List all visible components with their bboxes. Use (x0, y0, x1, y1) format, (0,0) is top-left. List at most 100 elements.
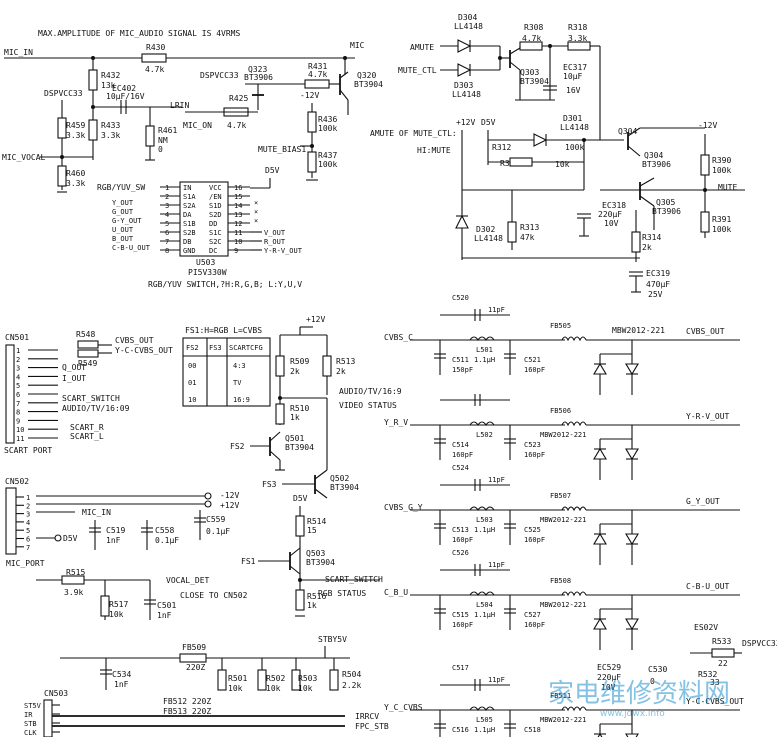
dspvcc33-net-3: DSPVCC33 (742, 639, 777, 648)
u503-pin-num: 5 (165, 220, 169, 228)
fb509 (179, 653, 207, 663)
d303-diode (457, 63, 472, 77)
cn501-connector (5, 344, 15, 444)
svg-text:D5V: D5V (63, 534, 78, 543)
svg-text:2.2k: 2.2k (342, 681, 361, 690)
cn501-label: CN501 (5, 333, 29, 342)
clamp-diode (597, 732, 603, 737)
u503-pin-name: VCC (209, 184, 222, 192)
cn501-pin: 11 (16, 435, 24, 443)
svg-text:BT3904: BT3904 (306, 558, 335, 567)
filter-inductor: L502 (476, 431, 493, 439)
r390 (700, 154, 710, 176)
svg-text:EC318: EC318 (602, 201, 626, 210)
svg-text:D301: D301 (563, 114, 582, 123)
filter-cap-shunt-1: C515 (452, 611, 469, 619)
u503-pin-num: 13 (234, 211, 242, 219)
cn501-pin: 10 (16, 426, 24, 434)
cn501-pin: 4 (16, 373, 20, 381)
filter-cap-shunt-2: C521 (524, 356, 541, 364)
filter-ferrite-value: MBW2012-221 (540, 516, 586, 524)
r510 (275, 403, 285, 425)
svg-text:4.7k: 4.7k (522, 34, 541, 43)
svg-text:R432: R432 (101, 71, 120, 80)
cn503-connector (43, 699, 53, 737)
watermark-logo: 家电维修资料网 (548, 679, 730, 709)
svg-text:R516: R516 (307, 592, 326, 601)
u503-pin-num: 16 (234, 184, 242, 192)
clamp-diode (593, 617, 607, 630)
svg-text:100k: 100k (318, 124, 337, 133)
svg-text:C558: C558 (155, 526, 174, 535)
svg-text:R549: R549 (78, 359, 97, 368)
svg-text:R308: R308 (524, 23, 543, 32)
cn501-pin: 9 (16, 417, 20, 425)
filter-cap-shunt-2-value: 160pF (524, 366, 545, 374)
svg-text:R504: R504 (342, 670, 361, 679)
ycvbs-out-net: Y-C-CVBS_OUT (115, 346, 173, 355)
u503-pin-name: S2C (209, 238, 222, 246)
r509 (275, 355, 285, 377)
filter-cap-series-value: 11pF (488, 676, 505, 684)
u503-pin-num: 14 (234, 202, 242, 210)
svg-text:R515: R515 (66, 568, 85, 577)
q323-label: Q323 (248, 65, 267, 74)
r533 (711, 648, 735, 658)
scart-switch-net: SCART_SWITCH (62, 394, 120, 403)
svg-text:R461: R461 (158, 126, 177, 135)
cn502-pin: 5 (26, 527, 30, 535)
filter-cap-shunt-1-value: 160pF (452, 536, 473, 544)
dspvcc33-supply: MBW2012-221 ES02V R533 DSPVCC33 22 R532 … (597, 326, 777, 692)
svg-text:R391: R391 (712, 215, 731, 224)
svg-text:Q304: Q304 (618, 127, 637, 136)
u503-pin-name: S2D (209, 211, 222, 219)
svg-text:D304: D304 (458, 13, 477, 22)
audio-tv-net: AUDIO/TV/16:09 (62, 404, 130, 413)
svg-text:470μF: 470μF (646, 280, 670, 289)
svg-text:MBW2012-221: MBW2012-221 (612, 326, 665, 335)
u503-pin-num: 9 (234, 247, 238, 255)
svg-text:D302: D302 (476, 225, 495, 234)
r549 (77, 349, 99, 358)
clamp-diode (625, 363, 639, 376)
filter-inductor: L503 (476, 516, 493, 524)
u503-pin-num: 6 (165, 229, 169, 237)
u503-pin-name: S1A (183, 193, 196, 201)
svg-text:Q304: Q304 (644, 151, 663, 160)
filter-inductor-value: 1.1μH (474, 726, 495, 734)
mute-ctl-net: MUTE_CTL (398, 66, 437, 75)
svg-text:-12V: -12V (300, 91, 319, 100)
audio-tv-169-net: AUDIO/TV/16:9 (339, 387, 402, 396)
svg-text:Q303: Q303 (520, 68, 539, 77)
r515 (61, 575, 85, 585)
svg-text:C530: C530 (648, 665, 667, 674)
svg-text:R460: R460 (66, 169, 85, 178)
u503-pin-num: 10 (234, 238, 242, 246)
no-connect-mark: × (254, 208, 258, 216)
u503-right-net: V_OUT (264, 229, 286, 237)
svg-text:R548: R548 (76, 330, 95, 339)
r501 (217, 669, 227, 691)
mic-port-label: MIC_PORT (6, 559, 45, 568)
filter-row: Y_C_CVBSC51711pFFB511MBW2012-221Y-C-CVBS… (384, 664, 744, 737)
plus12v-terminal (204, 500, 212, 508)
cn503-pin: IR (24, 711, 33, 719)
svg-text:EC317: EC317 (563, 63, 587, 72)
svg-text:R514: R514 (307, 517, 326, 526)
svg-text:R517: R517 (109, 600, 128, 609)
filter-cap-shunt-1-value: 160pF (452, 451, 473, 459)
irrcv-net: IRRCV (355, 712, 379, 721)
svg-text:0.1μF: 0.1μF (155, 536, 179, 545)
svg-text:R425: R425 (229, 94, 248, 103)
filter-cap-series-value: 11pF (488, 306, 505, 314)
cn502-pin: 1 (26, 494, 30, 502)
svg-text:Q503: Q503 (306, 549, 325, 558)
svg-text:10V: 10V (604, 219, 619, 228)
svg-text:4.7k: 4.7k (308, 70, 327, 79)
filter-inductor: L505 (476, 716, 493, 724)
